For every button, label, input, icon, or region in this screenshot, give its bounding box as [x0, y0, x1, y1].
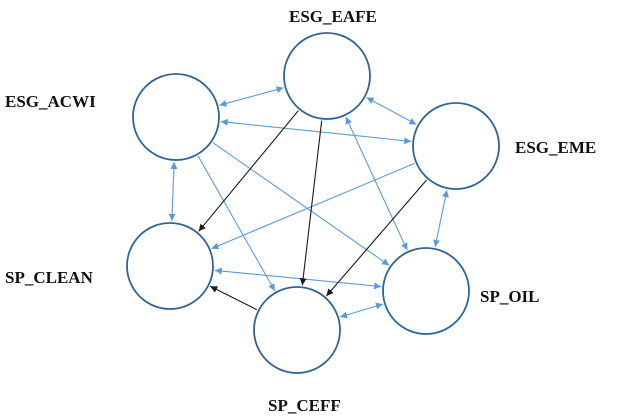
- edge-acwi-eafe: [219, 86, 284, 107]
- edge-acwi-eme: [220, 118, 412, 145]
- node-circle-sp-clean: [126, 222, 214, 310]
- node-label-esg-acwi: ESG_ACWI: [5, 92, 96, 111]
- node-label-esg-eafe: ESG_EAFE: [289, 7, 377, 26]
- edge-acwi-oil: [212, 142, 390, 266]
- edge-eafe-oil: [345, 116, 408, 251]
- node-circle-sp-oil: [382, 247, 470, 335]
- node-label-sp-ceff: SP_CEFF: [268, 396, 341, 415]
- edge-ceff-clean: [209, 285, 258, 311]
- edge-ceff-oil: [339, 302, 384, 319]
- node-circle-esg-acwi: [132, 73, 220, 161]
- node-label-esg-eme: ESG_EME: [515, 138, 596, 157]
- node-circle-esg-eme: [412, 102, 500, 190]
- node-label-sp-clean: SP_CLEAN: [5, 268, 94, 287]
- edges-layer: [168, 86, 449, 319]
- edge-acwi-ceff: [197, 155, 276, 292]
- node-circle-esg-eafe: [283, 32, 371, 120]
- node-esg-acwi: ESG_ACWI: [5, 73, 220, 161]
- edge-eafe-clean: [198, 110, 299, 232]
- edge-eme-ceff: [325, 179, 428, 297]
- node-label-sp-oil: SP_OIL: [480, 287, 540, 306]
- edge-eme-oil: [433, 189, 449, 248]
- node-sp-ceff: SP_CEFF: [253, 286, 341, 415]
- edge-acwi-clean: [168, 161, 178, 222]
- node-circle-sp-ceff: [253, 286, 341, 374]
- node-sp-clean: SP_CLEAN: [5, 222, 214, 310]
- edge-eafe-ceff: [299, 120, 323, 286]
- node-sp-oil: SP_OIL: [382, 247, 540, 335]
- edge-eme-clean: [211, 162, 415, 250]
- nodes-layer: ESG_EAFE ESG_ACWI ESG_EME SP_CLEAN SP_OI…: [5, 7, 596, 415]
- edge-clean-oil: [214, 267, 382, 290]
- edge-eafe-eme: [366, 97, 417, 125]
- node-esg-eme: ESG_EME: [412, 102, 596, 190]
- node-esg-eafe: ESG_EAFE: [283, 7, 377, 120]
